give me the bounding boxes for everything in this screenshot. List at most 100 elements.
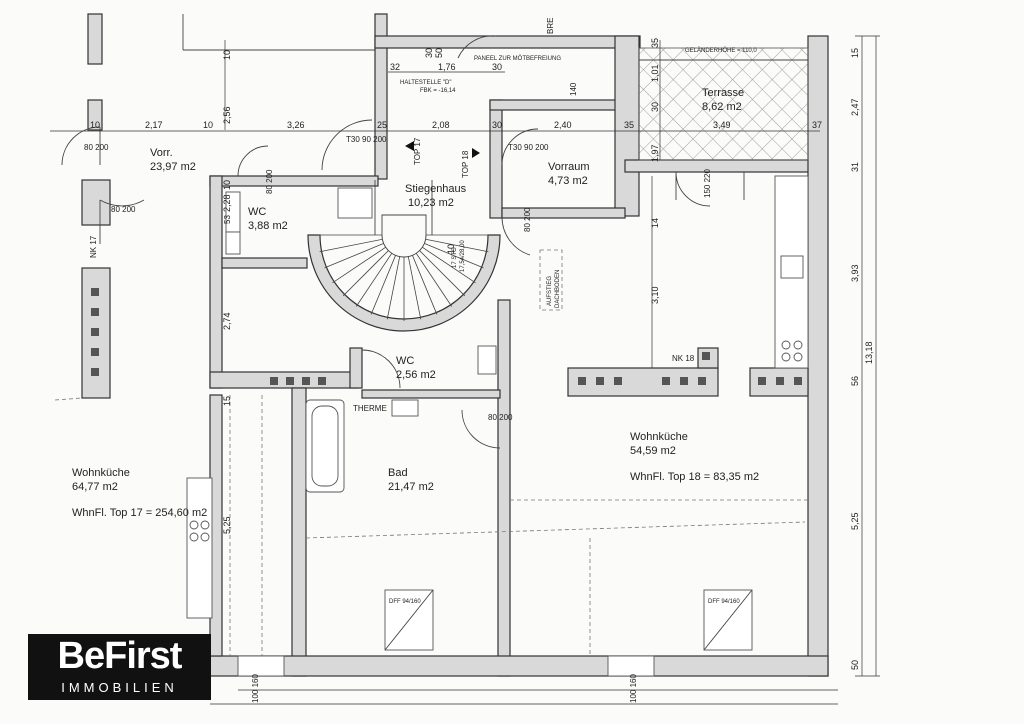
- logo-text: BeFirst: [57, 635, 183, 677]
- dimension-text: 10 2,17 10 3,26 25 2,08 30 2,40 35 3,49 …: [90, 38, 874, 670]
- room-area: 54,59 m2: [630, 445, 676, 457]
- misc-labels: TOP 17 TOP 18 THERME NK 17 NK 18 BRE HAL…: [89, 18, 757, 605]
- dim-value: 3,26: [287, 120, 305, 130]
- wall-segment: [807, 35, 829, 677]
- room-name: Stiegenhaus: [405, 183, 467, 195]
- dim-value: 15: [850, 48, 860, 58]
- dim-value: 2,47: [850, 98, 860, 116]
- dachboden-label: DACHBODEN: [555, 270, 561, 308]
- stair-step: [425, 238, 489, 253]
- dim-value: 30: [492, 120, 502, 130]
- bathtub-inner: [311, 405, 339, 487]
- dim-value: 10: [446, 244, 456, 254]
- attic-access: [539, 249, 563, 311]
- stair-step: [424, 243, 484, 269]
- dim-value: 10: [90, 120, 100, 130]
- skylight-label: DFF 94/160: [708, 599, 740, 605]
- stair-step: [342, 250, 389, 297]
- window-spec: 100 160: [629, 674, 638, 703]
- wall-segment: [567, 367, 719, 397]
- door-spec: T30 90 200: [508, 143, 549, 152]
- wall-segment: [489, 99, 626, 111]
- dim-value: 2,40: [554, 120, 572, 130]
- door-spec: 80 200: [111, 205, 136, 214]
- dim-value: 5,25: [222, 516, 232, 534]
- dim-value: 1,01: [650, 64, 660, 82]
- wall-segment: [497, 299, 511, 677]
- window-spec: 100 160: [251, 674, 260, 703]
- dim-value: 50: [434, 48, 444, 58]
- dim-value: 35: [650, 38, 660, 48]
- wall-segment: [209, 175, 223, 389]
- stairs-label: 17,54/28,00: [460, 240, 466, 272]
- door-spec: 80 200: [488, 413, 513, 422]
- top-label: TOP 18: [461, 150, 470, 178]
- stair-step: [324, 243, 384, 269]
- top18-marker: [472, 148, 480, 158]
- room-labels: Vorr. 23,97 m2 WC 3,88 m2 Stiegenhaus 10…: [72, 87, 759, 519]
- room-name: Bad: [388, 467, 408, 479]
- stair-step: [370, 255, 396, 315]
- nk-label: NK 18: [672, 354, 695, 363]
- bre-label: BRE: [546, 18, 555, 34]
- dim-value: 32: [390, 62, 400, 72]
- room-area: 8,62 m2: [702, 101, 742, 113]
- slope-lines: [54, 395, 808, 656]
- room-name: Wohnküche: [72, 467, 130, 479]
- terrace-hatch: [638, 47, 809, 161]
- room-area: 23,97 m2: [150, 161, 196, 173]
- room-area: 10,23 m2: [408, 197, 454, 209]
- dim-value: 50: [850, 660, 860, 670]
- room-area: 2,56 m2: [396, 369, 436, 381]
- door-labels: T30 90 200 T30 90 200 80 200 80 200 80 2…: [84, 82, 712, 703]
- stairs-label: 17 STG: [452, 247, 458, 268]
- dim-value: 30: [492, 62, 502, 72]
- top-label: TOP 17: [413, 137, 422, 165]
- dim-value: 1,97: [650, 144, 660, 162]
- dim-value: 2,17: [145, 120, 163, 130]
- dim-value: 25: [377, 120, 387, 130]
- dim-value: 5,25: [850, 512, 860, 530]
- ventilation-blocks: [91, 288, 802, 385]
- wall-segment: [614, 35, 640, 217]
- haltestelle-label: HALTESTELLE "D": [400, 80, 452, 86]
- sink: [391, 399, 419, 417]
- dim-value: 10: [222, 180, 232, 190]
- stair-step: [407, 256, 422, 320]
- dim-value: 3,93: [850, 264, 860, 282]
- wall-segment: [489, 99, 503, 219]
- dim-value: 14: [650, 218, 660, 228]
- room-name: WC: [396, 355, 414, 367]
- door-spec: 53: [223, 215, 232, 224]
- dimension-lines: [50, 35, 880, 705]
- brand-logo: BeFirst IMMOBILIEN: [28, 634, 211, 700]
- door-spec: 80 200: [84, 143, 109, 152]
- stair-step: [422, 246, 476, 284]
- stair-step: [319, 238, 383, 253]
- stair-step: [332, 246, 386, 284]
- room-name: Wohnküche: [630, 431, 688, 443]
- stair-step: [419, 250, 466, 297]
- wall-segment: [87, 13, 103, 65]
- dim-value: 30: [650, 102, 660, 112]
- kitchen-sink: [780, 255, 804, 279]
- therme-label: THERME: [353, 404, 387, 413]
- door-spec: 150 220: [703, 169, 712, 198]
- fbk-label: FBK = -16,14: [420, 88, 456, 94]
- cabinet: [337, 187, 373, 219]
- dim-value: 30: [424, 48, 434, 58]
- wall-segment: [209, 655, 829, 677]
- kitchen-counter: [186, 477, 213, 619]
- dim-value: 10: [203, 120, 213, 130]
- dim-value: 2,08: [432, 120, 450, 130]
- room-name: Terrasse: [702, 87, 744, 99]
- paneel-label: PANEEL ZUR MÖTBEFREIUNG: [474, 55, 561, 62]
- walls: [81, 13, 829, 677]
- wall-segment: [374, 35, 641, 49]
- wall-segment: [501, 207, 626, 219]
- window: [237, 655, 285, 677]
- room-area: 4,73 m2: [548, 175, 588, 187]
- door-spec: 80 200: [265, 169, 274, 194]
- stair-step: [415, 253, 453, 307]
